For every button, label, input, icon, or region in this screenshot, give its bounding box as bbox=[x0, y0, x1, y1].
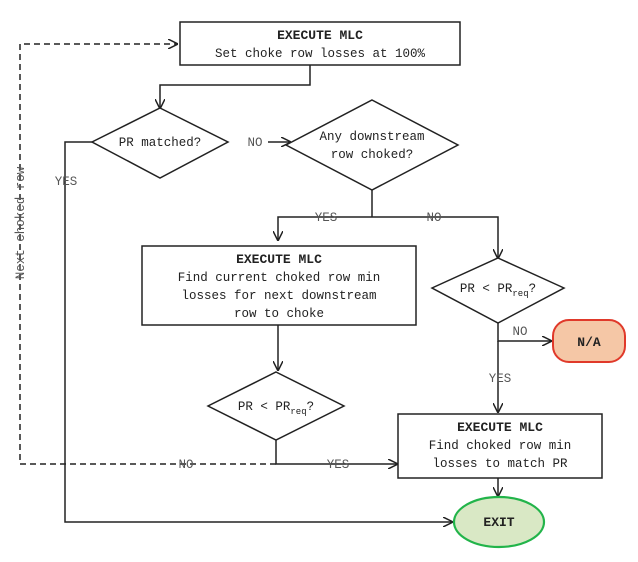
label-no-to-na: NO bbox=[512, 325, 527, 339]
final-execute-mlc-box bbox=[397, 413, 603, 479]
connector-top-box-to-pr-matched bbox=[160, 65, 311, 108]
final-box-line2: losses to match PR bbox=[432, 457, 568, 471]
final-box-line1: Find choked row min bbox=[429, 439, 572, 453]
pr-req-right-suffix: ? bbox=[529, 282, 537, 296]
label-no-pr-matched: NO bbox=[247, 136, 262, 150]
label-yes-to-final-right: YES bbox=[489, 372, 512, 386]
connector-downstream-no bbox=[372, 216, 498, 258]
na-terminal bbox=[552, 319, 626, 363]
pr-req-left-main: PR < PR bbox=[238, 400, 291, 414]
middle-box-line3: row to choke bbox=[234, 307, 324, 321]
pr-req-left-text: PR < PRreq? bbox=[238, 400, 314, 417]
connector-pr-req-left-no-loop bbox=[19, 44, 276, 465]
label-yes-downstream: YES bbox=[315, 211, 338, 225]
connector-downstream-yes bbox=[278, 216, 372, 240]
exit-terminal bbox=[452, 495, 546, 549]
final-box-title: EXECUTE MLC bbox=[457, 420, 543, 435]
pr-matched-text: PR matched? bbox=[119, 136, 202, 150]
label-no-loop: NO bbox=[178, 458, 193, 472]
na-text: N/A bbox=[577, 335, 601, 350]
downstream-choked-decision bbox=[284, 99, 460, 191]
pr-req-left-sub: req bbox=[290, 407, 306, 417]
pr-req-right-text: PR < PRreq? bbox=[460, 282, 536, 299]
exit-text: EXIT bbox=[483, 515, 514, 530]
middle-box-line1: Find current choked row min bbox=[178, 271, 381, 285]
top-box-line1: Set choke row losses at 100% bbox=[215, 47, 426, 61]
pr-req-right-sub: req bbox=[512, 289, 528, 299]
connector-pr-matched-yes-exit bbox=[64, 141, 452, 522]
label-next-choked-row: Next choked row bbox=[14, 166, 28, 279]
downstream-line2: row choked? bbox=[331, 148, 414, 162]
top-execute-mlc-box bbox=[179, 21, 461, 66]
label-yes-pr-matched: YES bbox=[55, 175, 78, 189]
middle-box-line2: losses for next downstream bbox=[181, 289, 376, 303]
top-box-title: EXECUTE MLC bbox=[277, 28, 363, 43]
pr-req-decision-right bbox=[430, 257, 566, 324]
label-no-downstream: NO bbox=[426, 211, 441, 225]
pr-req-left-suffix: ? bbox=[307, 400, 315, 414]
middle-execute-mlc-box bbox=[141, 245, 417, 326]
downstream-line1: Any downstream bbox=[319, 130, 424, 144]
middle-box-title: EXECUTE MLC bbox=[236, 252, 322, 267]
pr-matched-decision bbox=[90, 107, 230, 179]
pr-req-right-main: PR < PR bbox=[460, 282, 513, 296]
pr-req-decision-left bbox=[206, 371, 346, 441]
label-yes-to-final-left: YES bbox=[327, 458, 350, 472]
